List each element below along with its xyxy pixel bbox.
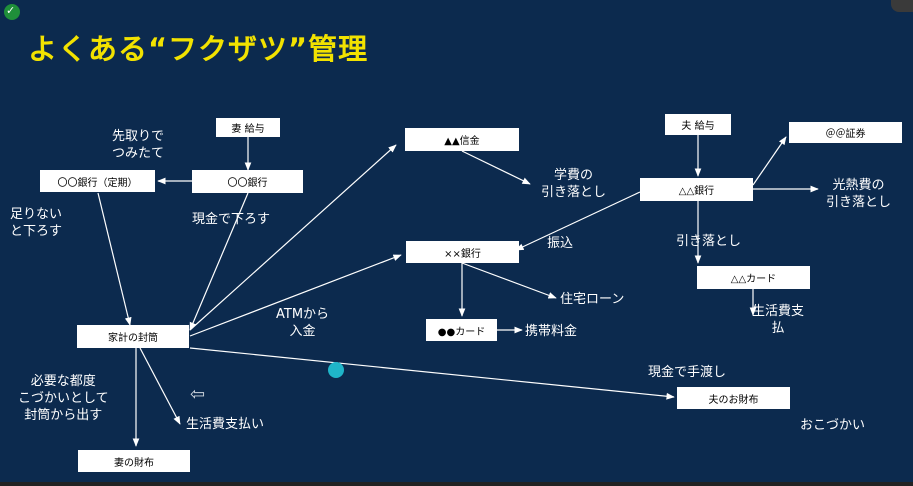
label-pocket-money-wife: 必要な都度こづかいとして封筒から出す — [18, 374, 109, 423]
envelope-box: 家計の封筒 — [77, 325, 189, 348]
label-cash-withdraw: 現金で下ろす — [192, 212, 271, 227]
label-transfer: 振込 — [547, 236, 574, 251]
bank-tt-box: △△銀行 — [640, 178, 753, 201]
label-saving: 先取りでつみたて — [112, 129, 165, 161]
shield-check-icon: ✓ — [4, 4, 20, 20]
bottom-bar — [0, 482, 913, 486]
shinkin-box: ▲▲信金 — [405, 128, 519, 151]
label-shortage: 足りないと下ろす — [10, 207, 63, 239]
bank-fixed-box: 〇〇銀行（定期） — [40, 170, 155, 192]
card-tt-box: △△カード — [697, 266, 810, 289]
husband-wallet-box: 夫のお財布 — [677, 387, 790, 409]
label-living-pay-right: 生活費支払 — [752, 304, 805, 336]
bank-oo-box: 〇〇銀行 — [192, 170, 303, 193]
card-bb-box: ●●カード — [426, 319, 497, 341]
label-cash-handover: 現金で手渡し — [648, 365, 727, 380]
wife-salary-box: 妻 給与 — [216, 118, 280, 137]
arrow-left-icon: ⇦ — [190, 384, 206, 405]
label-living-pay: 生活費支払い — [186, 417, 265, 432]
page-title: よくある“フクザツ”管理 — [28, 32, 369, 66]
label-pocket-money: おこづかい — [800, 418, 866, 433]
label-housing-loan: 住宅ローン — [560, 292, 625, 307]
husband-salary-box: 夫 給与 — [665, 114, 731, 135]
label-debit: 引き落とし — [676, 234, 742, 249]
label-phone-fee: 携帯料金 — [525, 324, 578, 339]
label-utilities: 光熱費の引き落とし — [826, 178, 892, 210]
label-atm: ATMから入金 — [276, 307, 330, 339]
window-corner — [891, 0, 913, 12]
securities-box: ＠＠証券 — [789, 122, 902, 143]
wife-wallet-box: 妻の財布 — [78, 450, 190, 472]
label-tuition: 学費の引き落とし — [541, 168, 607, 200]
pointer-dot — [328, 362, 344, 378]
bank-xx-box: ××銀行 — [406, 241, 519, 263]
